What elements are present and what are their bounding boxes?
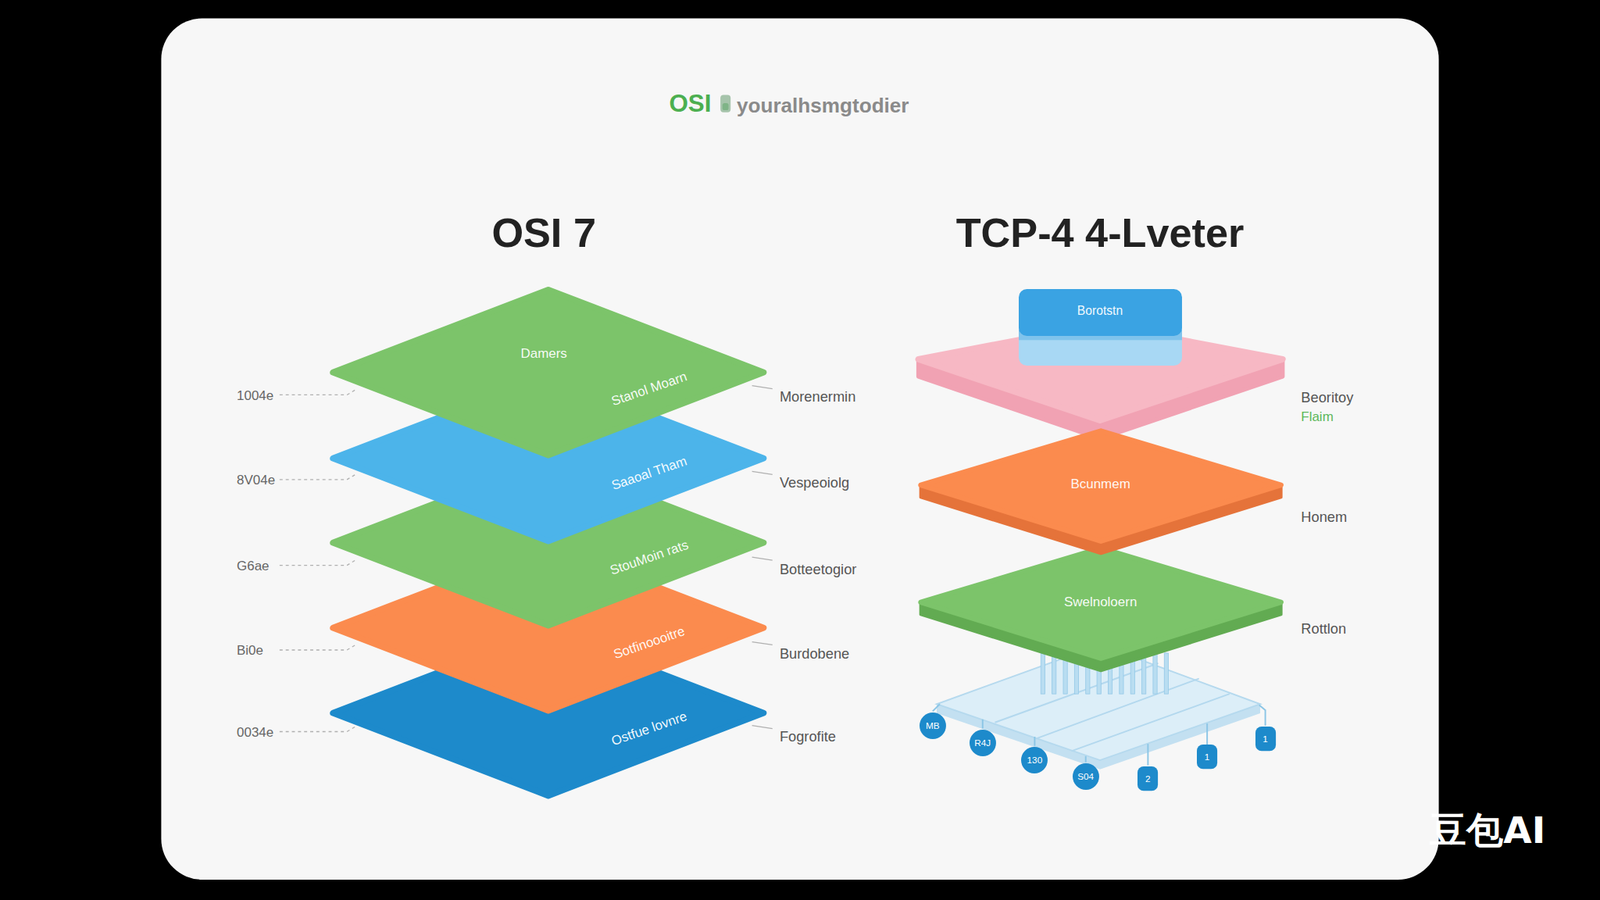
application-block: Borotstn: [1018, 289, 1183, 366]
header-subtitle: youralhsmgtodier: [736, 93, 910, 118]
column-title: OSI 7: [491, 209, 597, 257]
lead: [1033, 736, 1036, 747]
side-label: 1004e: [236, 388, 274, 404]
port-circle-shape: [1072, 763, 1100, 790]
port-number: 1: [1204, 751, 1211, 763]
port-pin: 2: [1137, 766, 1158, 791]
port-number: S04: [1077, 771, 1094, 783]
side-label: 8V04e: [236, 472, 275, 489]
lead: [1085, 756, 1087, 763]
side-label: G6ae: [236, 558, 270, 575]
side-sublabel: Flaim: [1300, 409, 1333, 425]
side-label: Beoritoy: [1300, 389, 1354, 407]
leader-line: [279, 643, 358, 650]
watermark: 豆包AI: [1429, 809, 1546, 852]
lead: [1206, 723, 1208, 745]
port-number: MB: [925, 720, 940, 732]
pin: [1142, 653, 1147, 694]
port-number: 2: [1145, 773, 1151, 785]
layer-plane: [332, 630, 764, 797]
pin: [1164, 653, 1168, 694]
header-icon: [720, 94, 731, 112]
tcp-layer-outline: [918, 546, 1283, 674]
port-pin-shape: [1255, 726, 1276, 751]
right-leaders: [752, 385, 773, 729]
port-number: R4J: [974, 737, 991, 749]
leader-line: [279, 725, 358, 733]
trace: [1071, 693, 1229, 751]
port-circle-shape: [919, 712, 947, 740]
layer-label: Bcunmem: [1070, 477, 1130, 493]
port-circle: S04: [1072, 763, 1100, 790]
lead: [1259, 705, 1266, 726]
pink-slab: [918, 324, 1283, 421]
tcp-layer-outline: [918, 428, 1283, 557]
lead: [982, 719, 984, 729]
pin: [1040, 653, 1045, 694]
osi-layer-outline: [328, 286, 768, 458]
column-title: TCP-4 4-Lveter: [956, 209, 1245, 257]
side-label: Rottlon: [1300, 620, 1347, 637]
leader-line: [752, 471, 773, 475]
tcp-layer: Swelnoloern: [918, 546, 1283, 674]
port-number: 130: [1027, 754, 1043, 766]
header-icon-inner: [722, 103, 729, 111]
lead: [1146, 743, 1149, 765]
tcp-layer: Bcunmem: [918, 428, 1283, 557]
port-circle: MB: [919, 712, 947, 740]
card: [160, 18, 1439, 880]
leader-line: [279, 559, 358, 566]
leader-line: [752, 725, 773, 729]
pin: [1153, 653, 1158, 694]
leader-line: [752, 642, 773, 646]
layer-title: Damers: [520, 346, 567, 362]
side-label: Botteetogior: [779, 560, 858, 578]
port-pin: 1: [1196, 744, 1218, 769]
port-circle-shape: [969, 729, 997, 757]
leader-line: [752, 557, 773, 561]
port-pin-shape: [1196, 744, 1218, 769]
side-label: Bi0e: [236, 643, 264, 660]
port-number: 1: [1262, 733, 1268, 745]
leader-line: [279, 473, 358, 480]
port-circle-shape: [1021, 746, 1048, 774]
pin: [1052, 653, 1057, 694]
left-leaders: [279, 389, 358, 733]
side-label: Burdobene: [779, 646, 850, 663]
port-circle: 130: [1021, 746, 1048, 774]
application-block-outline: [1018, 289, 1183, 366]
port-pin: 1: [1255, 726, 1276, 751]
block-label: Borotstn: [1077, 303, 1123, 318]
lead: [932, 703, 940, 711]
side-label: Vespeoiolg: [779, 474, 850, 491]
side-label: Honem: [1300, 509, 1347, 526]
side-label: Fogrofite: [779, 728, 836, 746]
slab-top: [920, 547, 1281, 658]
slab-top: [920, 430, 1281, 541]
header-title: OSI: [668, 89, 711, 118]
leader-line: [279, 389, 358, 396]
side-label: Morenermin: [779, 389, 856, 406]
port-pin-shape: [1137, 766, 1158, 791]
port-circle: R4J: [969, 729, 997, 757]
block-top: [1018, 289, 1183, 336]
side-label: 0034e: [236, 725, 274, 741]
layer-label: Swelnoloern: [1064, 594, 1137, 611]
osi-layer: DamersStanol Moarn: [328, 286, 768, 458]
leader-line: [752, 385, 773, 390]
trace: [1035, 678, 1200, 740]
